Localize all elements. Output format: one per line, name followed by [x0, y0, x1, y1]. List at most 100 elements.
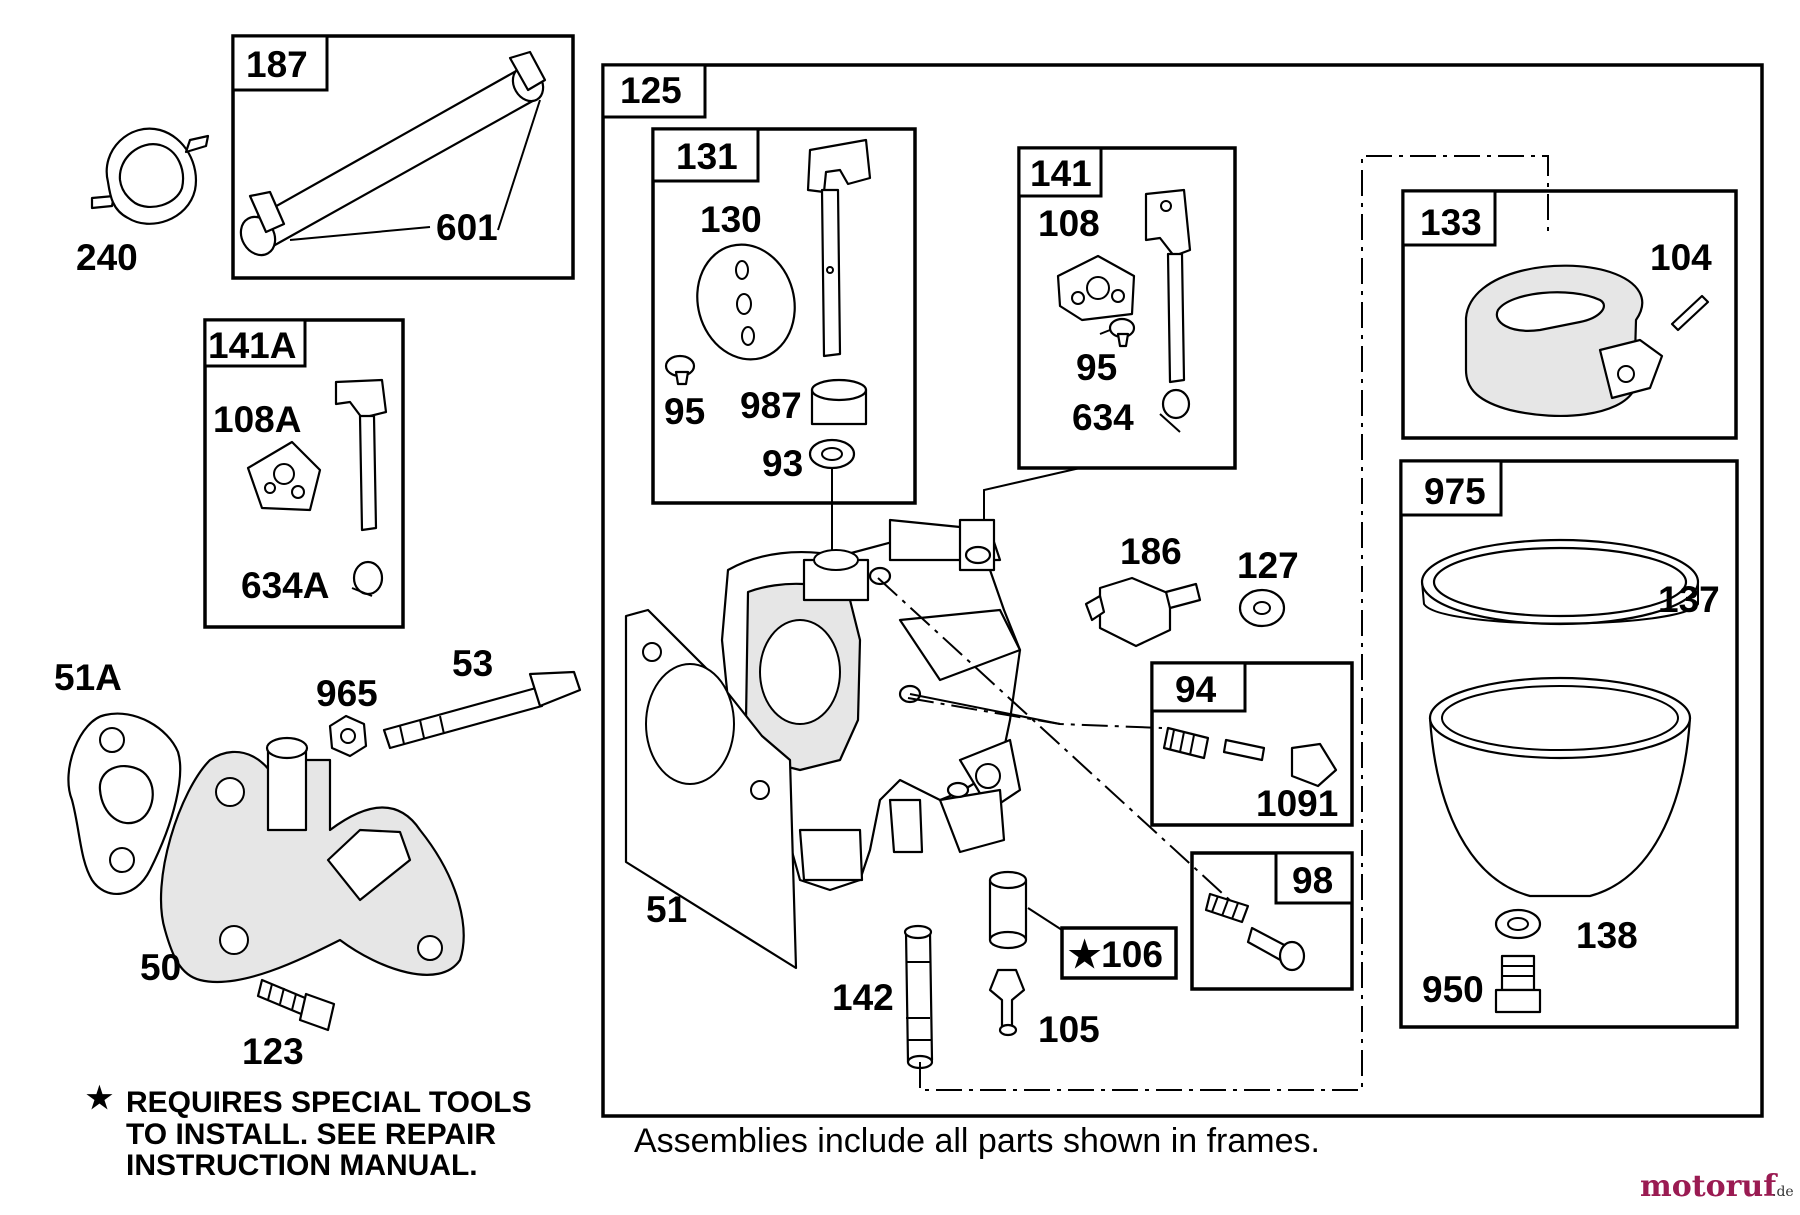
seal-987 [810, 378, 868, 426]
part-label-108: 108 [1038, 203, 1100, 244]
part-label-93: 93 [762, 443, 803, 484]
leader-carb-to-94 [909, 693, 1061, 725]
frame-141 [1017, 146, 1237, 470]
frame-label-141A: 141A [208, 325, 296, 366]
frame-label-133: 133 [1420, 202, 1482, 243]
frame-94 [1150, 661, 1354, 827]
screw-95-a [664, 354, 696, 386]
leader-106 [1027, 907, 1063, 931]
part-label-634: 634 [1072, 397, 1134, 438]
frame-label-106: ★106 [1068, 934, 1163, 975]
spring-634A [351, 560, 384, 597]
pin-104 [1670, 294, 1710, 332]
frame-tag-131 [651, 127, 760, 183]
needle-105 [988, 968, 1026, 1037]
frame-label-125: 125 [620, 70, 682, 111]
choke-shaft-130 [806, 138, 872, 358]
part-label-53: 53 [452, 643, 493, 684]
part-label-601: 601 [436, 207, 498, 248]
dash-leader-bowl-loop [919, 155, 1549, 1091]
nut-965 [328, 714, 368, 758]
part-label-127: 127 [1237, 545, 1299, 586]
frame-187 [231, 34, 575, 280]
spring-634 [1159, 388, 1191, 433]
frame-tag-133 [1401, 189, 1497, 247]
seat-106 [988, 870, 1028, 950]
frame-98 [1190, 851, 1354, 991]
nozzle-142 [903, 924, 934, 1070]
choke-plate-130 [696, 243, 796, 361]
leader-601-b [497, 99, 541, 231]
frame-tag-975 [1399, 459, 1503, 517]
fuel-filter-240 [90, 127, 210, 225]
frame-label-141: 141 [1030, 153, 1092, 194]
screw-123 [256, 978, 336, 1032]
frame-label-94: 94 [1175, 669, 1217, 710]
part-label-138: 138 [1576, 915, 1638, 956]
watermark-brand: motoruf [1640, 1169, 1778, 1204]
part-label-987: 987 [740, 385, 802, 426]
float-133 [1464, 264, 1664, 418]
leader-95b [1099, 329, 1111, 335]
throttle-shaft-108A [334, 378, 388, 532]
part-label-965: 965 [316, 673, 378, 714]
fuel-line-187 [239, 50, 547, 257]
frame-tag-98 [1274, 851, 1354, 905]
part-label-108A: 108A [213, 399, 301, 440]
washer-138 [1494, 908, 1542, 940]
screw-95-b [1108, 317, 1136, 348]
frame-975 [1399, 459, 1739, 1029]
washer-127 [1238, 588, 1286, 628]
dash-leader-carb-to-98 [877, 577, 1235, 905]
note-line-2: TO INSTALL. SEE REPAIR [126, 1118, 496, 1151]
gasket-51 [624, 608, 798, 970]
frame-131 [651, 127, 917, 505]
frame-tag-141 [1017, 146, 1103, 198]
part-label-105: 105 [1038, 1009, 1100, 1050]
part-label-186: 186 [1120, 531, 1182, 572]
throttle-shaft-108 [1144, 188, 1192, 384]
part-label-634A: 634A [241, 565, 329, 606]
seal-93 [808, 438, 856, 470]
part-label-240: 240 [76, 237, 138, 278]
frame-label-187: 187 [246, 44, 308, 85]
part-label-104: 104 [1650, 237, 1712, 278]
part-label-123: 123 [242, 1031, 304, 1072]
frame-label-98: 98 [1292, 860, 1333, 901]
frame-label-975: 975 [1424, 471, 1486, 512]
part-label-950: 950 [1422, 969, 1484, 1010]
frame-133 [1401, 189, 1738, 440]
part-label-51: 51 [646, 889, 687, 930]
idle-screw-94 [1162, 726, 1338, 788]
fuel-bowl-975 [1428, 676, 1692, 898]
part-label-142: 142 [832, 977, 894, 1018]
frame-tag-94 [1150, 661, 1247, 713]
throttle-plate-108 [1056, 254, 1136, 322]
frame-tag-187 [231, 34, 329, 92]
leader-141-to-carb [983, 467, 1081, 540]
part-label-137: 137 [1658, 579, 1720, 620]
watermark-suffix: .de [1772, 1184, 1794, 1200]
frame-tag-125 [601, 63, 707, 119]
fitting-186 [1084, 576, 1202, 648]
stud-53 [382, 670, 582, 750]
part-label-95-b: 95 [1076, 347, 1117, 388]
carburetor-body [720, 518, 1022, 892]
part-label-95-a: 95 [664, 391, 705, 432]
footer-caption: Assemblies include all parts shown in fr… [634, 1122, 1320, 1160]
frame-106 [1060, 926, 1178, 980]
gasket-51A [67, 712, 182, 895]
intake-elbow-50 [160, 736, 465, 984]
part-label-50: 50 [140, 947, 181, 988]
frame-tag-141A [203, 318, 307, 368]
part-label-130: 130 [700, 199, 762, 240]
part-label-51A: 51A [54, 657, 122, 698]
frame-125 [601, 63, 1764, 1118]
gasket-137 [1420, 538, 1700, 626]
note-star-icon: ★ [86, 1082, 113, 1115]
mixture-screw-98 [1204, 892, 1306, 972]
frame-label-131: 131 [676, 136, 738, 177]
note-line-1: REQUIRES SPECIAL TOOLS [126, 1086, 532, 1119]
part-label-1091: 1091 [1256, 783, 1338, 824]
